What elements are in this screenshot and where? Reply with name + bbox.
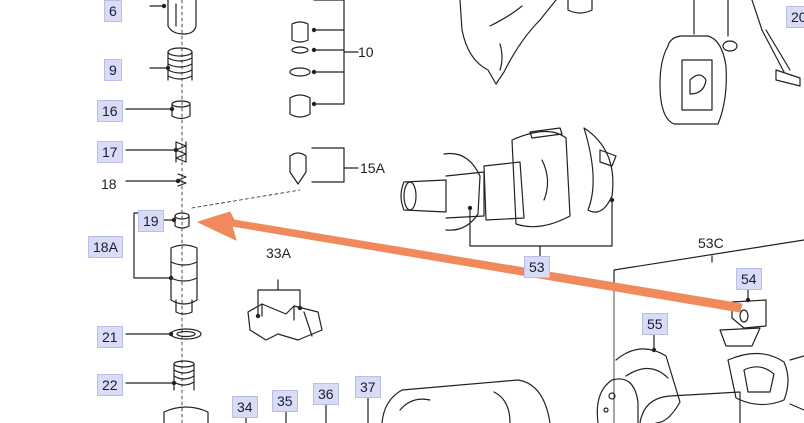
label-36: 36	[313, 383, 339, 405]
part-18A-valve-body	[170, 244, 198, 315]
label-33A: 33A	[266, 245, 291, 261]
label-10: 10	[358, 44, 374, 60]
part-15A-plug	[289, 152, 307, 185]
part-bottom-nut	[163, 406, 209, 423]
label-16: 16	[97, 100, 123, 122]
part-21-oring	[170, 328, 202, 340]
label-34: 34	[232, 396, 258, 418]
label-19: 19	[138, 210, 164, 232]
label-53: 53	[524, 256, 550, 278]
label-53C: 53C	[698, 235, 724, 251]
label-55: 55	[642, 313, 668, 335]
part-55-ring	[615, 348, 681, 423]
part-top-bracket	[459, 0, 557, 85]
label-9: 9	[104, 59, 122, 81]
part-10-stack	[289, 21, 311, 118]
label-21: 21	[97, 326, 123, 348]
part-33A-clip	[247, 279, 323, 341]
part-54-clip	[719, 299, 767, 347]
part-19-cup	[174, 212, 190, 229]
leader-dots	[161, 3, 751, 386]
label-18A: 18A	[88, 236, 123, 258]
label-37: 37	[355, 376, 381, 398]
part-6-pin	[167, 0, 197, 35]
part-bottom-right-assembly	[596, 352, 804, 423]
label-35: 35	[272, 390, 298, 412]
part-bottom-center-cylinder	[381, 379, 551, 423]
label-6: 6	[104, 0, 122, 22]
pointer-arrow	[197, 211, 743, 313]
label-22: 22	[97, 374, 123, 396]
part-9-spring	[167, 47, 193, 81]
part-53-shaft	[400, 127, 617, 231]
label-18: 18	[101, 176, 117, 192]
label-15A: 15A	[360, 160, 385, 176]
part-17-spring	[175, 141, 187, 163]
label-17: 17	[97, 141, 123, 163]
label-20: 20	[786, 6, 804, 28]
label-54: 54	[736, 268, 762, 290]
part-16-washer	[171, 100, 191, 120]
part-cylinder-top-right	[659, 0, 727, 125]
part-22-spring	[173, 360, 195, 391]
